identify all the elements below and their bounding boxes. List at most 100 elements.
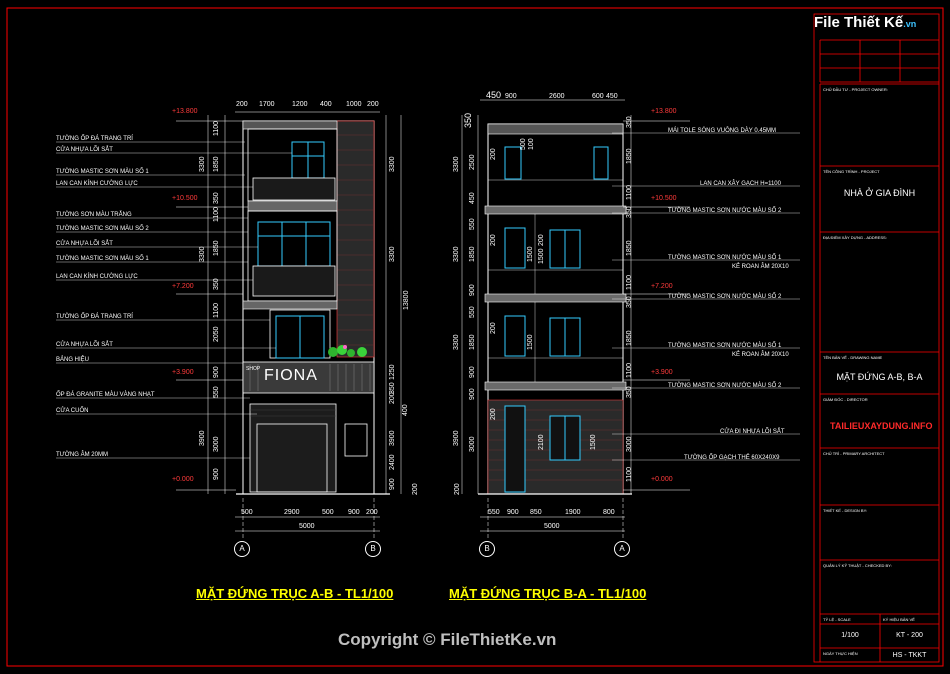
vdim-label: 200: [454, 483, 461, 495]
vdim-label: 900: [389, 478, 396, 490]
vdim-label: 350: [626, 296, 633, 308]
vdim-label: 350: [626, 386, 633, 398]
annotation: TƯỜNG SƠN MÀU TRẮNG: [56, 212, 132, 218]
vdim-label: 550: [469, 306, 476, 318]
dim-label: 800: [603, 509, 615, 516]
level-mark: +13.800: [651, 108, 677, 115]
annotation: TƯỜNG ỐP ĐÁ TRANG TRÍ: [56, 136, 133, 142]
vdim-label: 3300: [389, 156, 396, 172]
vdim-label: 1100: [213, 302, 220, 318]
annotation: TƯỜNG ỐP ĐÁ TRANG TRÍ: [56, 314, 133, 320]
vdim-label: 1100: [626, 274, 633, 290]
dim-label: 900: [348, 509, 360, 516]
annotation: LAN CAN KÍNH CƯỜNG LỰC: [56, 181, 138, 187]
level-mark: +10.500: [651, 195, 677, 202]
vdim-label: 350: [213, 192, 220, 204]
grid-bubble: A: [234, 541, 250, 557]
vdim-label: 1100: [626, 184, 633, 200]
vdim-label: 900: [469, 284, 476, 296]
title-block: [813, 13, 940, 663]
annotation: CỬA NHỰA LÕI SẮT: [56, 147, 113, 153]
vdim-label: 900: [469, 366, 476, 378]
owner-label: CHỦ ĐẦU TƯ - PROJECT OWNER:: [823, 87, 888, 92]
vdim-label: 2400: [389, 454, 396, 470]
vdim-label: 3900: [453, 430, 460, 446]
vdim-label: 1500: [527, 334, 534, 350]
vdim-label: 1850: [626, 330, 633, 346]
vdim-label: 3300: [389, 246, 396, 262]
director-label: GIÁM ĐỐC - DIRECTOR: [823, 397, 868, 402]
vdim-label: 2100: [538, 434, 545, 450]
title-right-elevation: MẶT ĐỨNG TRỤC B-A - TL1/100: [449, 586, 647, 601]
annotation: LAN CAN XÂY GẠCH H=1100: [700, 181, 781, 187]
vdim-label: 350: [626, 116, 633, 128]
vdim-label: 200: [412, 483, 419, 495]
vdim-label: 350: [626, 206, 633, 218]
title-left-elevation: MẶT ĐỨNG TRỤC A-B - TL1/100: [196, 586, 394, 601]
dim-label: 200: [236, 101, 248, 108]
dim-label: 900: [505, 93, 517, 100]
level-mark: +7.200: [172, 283, 194, 290]
vdim-label: 1850: [213, 240, 220, 256]
dim-label: 1900: [565, 509, 581, 516]
vdim-label: 2050: [213, 326, 220, 342]
check-label: QUẢN LÝ KỸ THUẬT - CHECKED BY:: [823, 563, 892, 568]
dim-label: 850: [530, 509, 542, 516]
dim-label: 200: [367, 101, 379, 108]
annotation: TƯỜNG MASTIC SƠN NƯỚC MÀU SỐ 2: [668, 294, 782, 300]
annotation: TƯỜNG MASTIC SƠN NƯỚC MÀU SỐ 2: [668, 208, 782, 214]
site-logo[interactable]: File Thiết Kế.vn: [814, 14, 916, 31]
vdim-label: 350: [463, 112, 473, 128]
dim-label: 1000: [346, 101, 362, 108]
dim-total: 5000: [299, 523, 315, 530]
logo-suffix: .vn: [903, 19, 917, 29]
date-label: NGÀY THỰC HIỆN: [823, 651, 858, 656]
dim-label: 450: [486, 90, 502, 100]
dim-label: 600: [592, 93, 604, 100]
vdim-label: 400: [402, 404, 409, 416]
vdim-label: 1850: [626, 148, 633, 164]
drawing-label: TÊN BẢN VẼ - DRAWING NAME: [823, 355, 883, 360]
grid-bubble: A: [614, 541, 630, 557]
vdim-label: 1100: [213, 120, 220, 136]
vdim-label: 200: [490, 234, 497, 246]
watermark-text: TAILIEUXAYDUNG.INFO: [830, 421, 933, 431]
dim-label: 500: [322, 509, 334, 516]
annotation: TƯỜNG MASTIC SƠN NƯỚC MÀU SỐ 1: [668, 343, 782, 349]
dim-label: 1200: [292, 101, 308, 108]
sheet-border: [6, 7, 944, 667]
dim-label: 400: [320, 101, 332, 108]
annotation: TƯỜNG MASTIC SƠN NƯỚC MÀU SỐ 1: [668, 255, 782, 261]
dim-label: 900: [507, 509, 519, 516]
annotation: TƯỜNG MASTIC SƠN NƯỚC MÀU SỐ 2: [668, 383, 782, 389]
grid-bubble: B: [479, 541, 495, 557]
elevation-left: [56, 111, 402, 540]
vdim-label: 2500: [469, 154, 476, 170]
vdim-label: 500: [520, 138, 527, 150]
annotation: TƯỜNG MASTIC SƠN MÀU SỐ 1: [56, 169, 149, 175]
annotation: TƯỜNG ÂM 20MM: [56, 452, 108, 458]
level-mark: +3.900: [172, 369, 194, 376]
vdim-label: 1100: [626, 466, 633, 482]
annotation: TƯỜNG MASTIC SƠN MÀU SỐ 1: [56, 256, 149, 262]
vdim-label: 1250: [389, 364, 396, 380]
vdim-label: 3000: [469, 436, 476, 452]
annotation: CỬA CUỐN: [56, 408, 89, 414]
vdim-label: 3300: [199, 156, 206, 172]
sheet-value: KT - 200: [896, 632, 923, 639]
level-mark: +3.900: [651, 369, 673, 376]
vdim-label: 900: [213, 366, 220, 378]
vdim-label: 350: [213, 278, 220, 290]
dim-label: 450: [606, 93, 618, 100]
vdim-label: 200: [490, 148, 497, 160]
vdim-label: 3000: [626, 436, 633, 452]
dim-label: 500: [241, 509, 253, 516]
vdim-label: 3300: [453, 334, 460, 350]
project-label: TÊN CÔNG TRÌNH - PROJECT: [823, 169, 880, 174]
stage-value: HS - TKKT: [892, 652, 927, 659]
level-mark: +0.000: [651, 476, 673, 483]
annotation: TƯỜNG MASTIC SƠN MÀU SỐ 2: [56, 226, 149, 232]
vdim-label: 100: [528, 138, 535, 150]
copyright-text: Copyright © FileThietKe.vn: [338, 630, 557, 649]
annotation: CỬA NHỰA LÕI SẮT: [56, 342, 113, 348]
